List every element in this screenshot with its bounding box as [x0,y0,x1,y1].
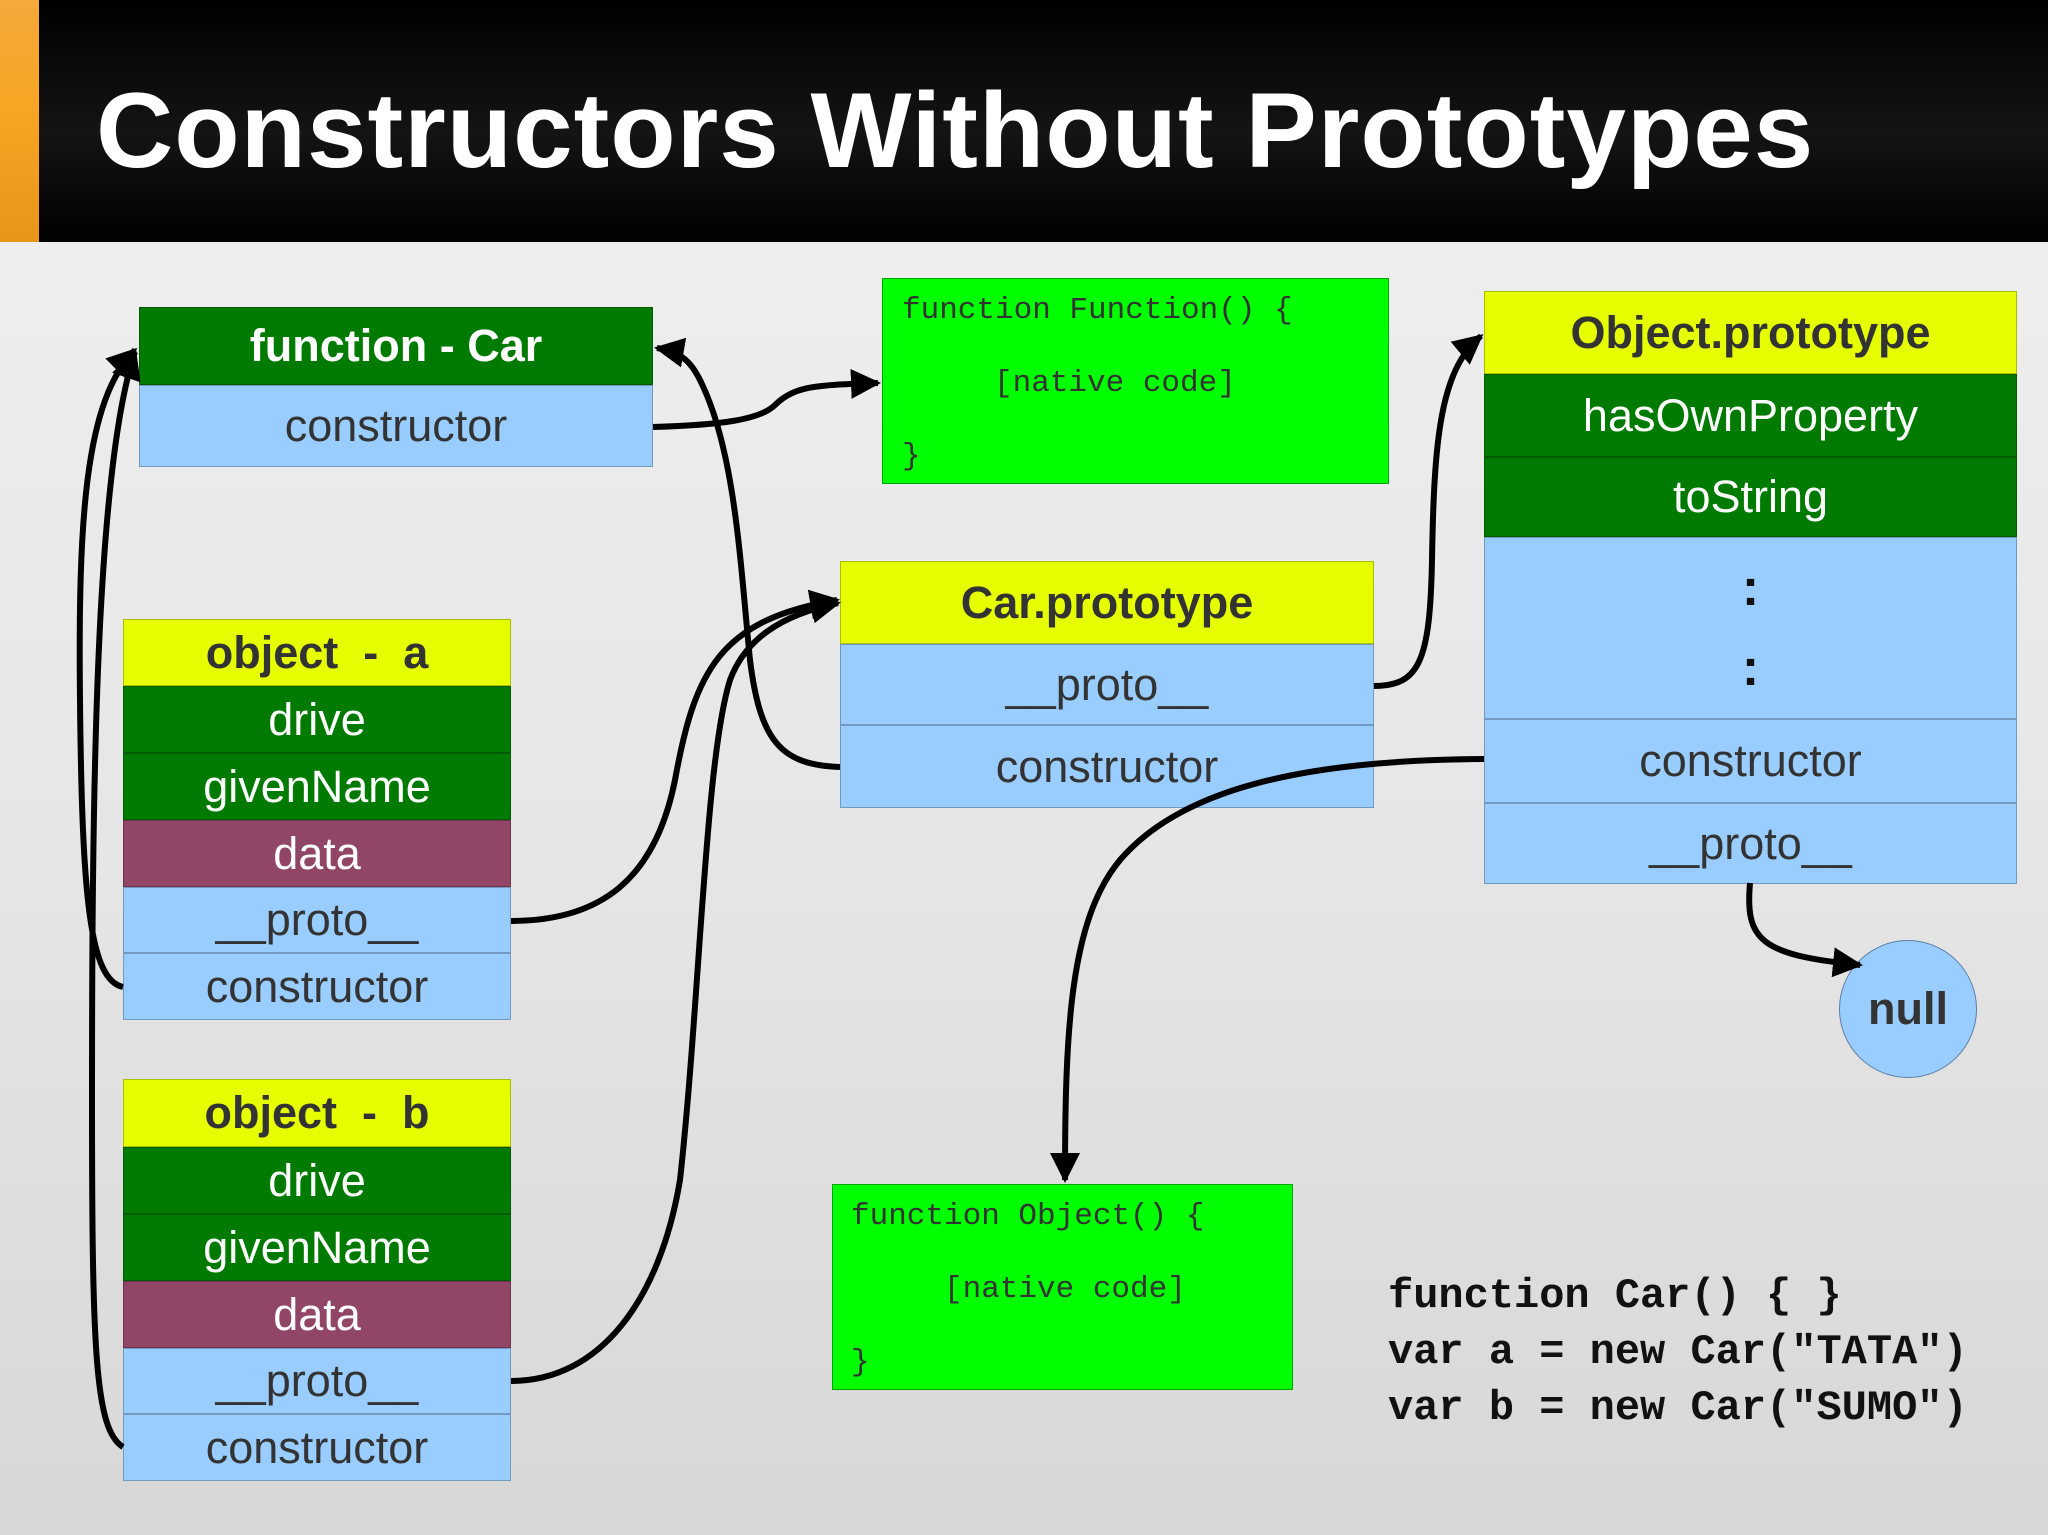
arrow-objectproto-constructor-to-object [1050,756,1485,1183]
arrow-b-constructor-to-car [88,349,141,1450]
ellipsis-dot: : [1741,639,1760,697]
arrow-carproto-constructor-to-car [654,337,841,770]
arrow-objectproto-proto-to-null [1746,882,1863,978]
object-b-box: object - b drive givenName data __proto_… [123,1079,511,1481]
function-object-line2: [native code] [944,1272,1186,1307]
function-function-line3: } [902,439,921,474]
car-prototype-proto: __proto__ [840,644,1374,725]
object-a-data: data [123,820,511,887]
arrow-car-constructor-to-function [652,368,881,430]
arrow-a-constructor-to-car [76,347,138,990]
object-b-constructor: constructor [123,1414,511,1481]
object-prototype-header: Object.prototype [1484,291,2017,374]
code-line-b: var b = new Car("SUMO") [1388,1384,1968,1432]
car-prototype-header: Car.prototype [840,561,1374,644]
code-line-a: var a = new Car("TATA") [1388,1328,1968,1376]
car-prototype-box: Car.prototype __proto__ constructor [840,561,1374,808]
object-b-proto: __proto__ [123,1348,511,1414]
object-b-drive: drive [123,1147,511,1214]
object-prototype-box: Object.prototype hasOwnProperty toString… [1484,291,2017,884]
title-accent-stripe [0,0,39,242]
object-prototype-tostring: toString [1484,457,2017,537]
object-b-givenname: givenName [123,1214,511,1281]
ellipsis-dot: : [1741,559,1760,617]
object-prototype-constructor: constructor [1484,719,2017,803]
function-function-line1: function Function() { [902,293,1293,328]
object-a-proto: __proto__ [123,887,511,953]
arrow-a-proto-to-carproto [510,589,840,924]
arrow-b-proto-to-carproto [510,593,841,1384]
object-prototype-ellipsis: : : [1484,537,2017,719]
title-bar: Constructors Without Prototypes [0,0,2048,242]
object-b-header: object - b [123,1079,511,1147]
function-object-line1: function Object() { [851,1199,1205,1234]
car-function-header: function - Car [139,307,653,385]
code-line-car: function Car() { } [1388,1272,1842,1320]
code-snippet: function Car() { } var a = new Car("TATA… [1388,1268,1968,1436]
object-b-data: data [123,1281,511,1348]
object-prototype-hasownproperty: hasOwnProperty [1484,374,2017,457]
object-a-header: object - a [123,619,511,686]
car-prototype-constructor: constructor [840,725,1374,808]
function-object-box: function Object() { [native code] } [832,1184,1293,1390]
function-function-line2: [native code] [994,366,1236,401]
object-a-drive: drive [123,686,511,753]
car-function-constructor: constructor [139,385,653,467]
arrow-carproto-proto-to-objectproto [1373,333,1484,689]
function-object-line3: } [851,1345,870,1380]
object-a-box: object - a drive givenName data __proto_… [123,619,511,1020]
car-function-box: function - Car constructor [139,307,653,467]
slide-title: Constructors Without Prototypes [96,70,1815,190]
object-a-constructor: constructor [123,953,511,1020]
object-a-givenname: givenName [123,753,511,820]
function-function-box: function Function() { [native code] } [882,278,1389,484]
